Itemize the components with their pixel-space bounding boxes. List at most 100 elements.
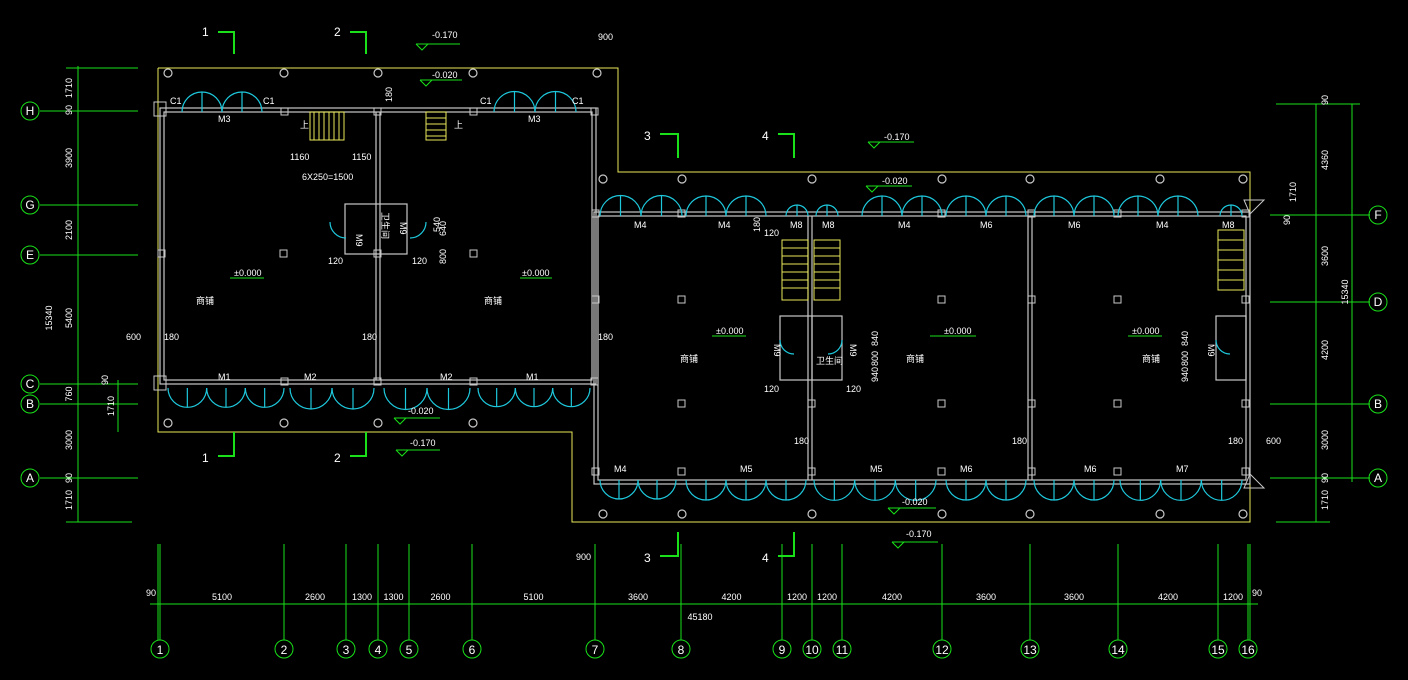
dim-y-right-span: 4200	[1320, 340, 1330, 360]
door-m7-a: M7	[1176, 464, 1189, 474]
section-1-top: 1	[202, 25, 209, 39]
floor-level-2: ±0.000	[522, 268, 549, 278]
door-swing	[827, 339, 843, 355]
dim-180-f: 180	[1228, 436, 1243, 446]
stair-steps: 6X250=1500	[302, 172, 353, 182]
dim-y-left-span: 3000	[64, 430, 74, 450]
dimension-lines	[66, 66, 1360, 640]
door-m6-d: M6	[1084, 464, 1097, 474]
room-wc-west: 卫生间	[380, 212, 391, 239]
axis-x-label: 13	[1023, 643, 1037, 657]
door-m6-b: M6	[1068, 220, 1081, 230]
dim-120-a: 120	[328, 256, 343, 266]
axis-y-right-label: F	[1374, 208, 1381, 222]
axis-y-right-bubble	[1368, 292, 1388, 312]
window-c1-d: C1	[572, 96, 584, 106]
dim-x-edge-left: 90	[146, 588, 156, 598]
door-swing	[1073, 195, 1115, 217]
door-swing	[221, 91, 263, 113]
level-bottom-4: -0.170	[906, 529, 932, 539]
stair-up-2: 上	[454, 120, 463, 130]
dim-800-b: 800	[870, 351, 880, 366]
axis-x-label: 9	[779, 643, 786, 657]
section-markers	[218, 31, 795, 557]
dim-120-c: 120	[764, 228, 779, 238]
floor-level-4: ±0.000	[944, 326, 971, 336]
axis-x-bubble	[1020, 639, 1040, 659]
door-swing	[1215, 339, 1231, 355]
level-labels: -0.170 -0.020 -0.170 -0.020 -0.020 -0.17…	[234, 30, 1159, 539]
dim-x-span: 1300	[352, 592, 372, 602]
level-top-4: -0.020	[882, 176, 908, 186]
dim-640: 640	[438, 221, 448, 236]
axis-x-bubble	[1238, 639, 1258, 659]
door-swing	[1157, 195, 1199, 217]
axis-x-bubble	[671, 639, 691, 659]
dimension-y-left-texts: 1710903900210054007603000901710901710153…	[44, 78, 116, 510]
axis-x-bubble	[336, 639, 356, 659]
floor-level-3: ±0.000	[716, 326, 743, 336]
dim-120-d: 120	[764, 384, 779, 394]
door-m4-c: M4	[898, 220, 911, 230]
axis-x-bubble	[1208, 639, 1228, 659]
round-columns	[163, 68, 1248, 519]
axis-x-label: 4	[375, 643, 382, 657]
door-m3-b: M3	[528, 114, 541, 124]
stairs	[309, 111, 1245, 301]
axis-x-bubble	[772, 639, 792, 659]
dim-y-left-span: 2100	[64, 220, 74, 240]
level-top-1: -0.170	[432, 30, 458, 40]
section-2-bottom: 2	[334, 451, 341, 465]
building-outline	[157, 67, 1251, 523]
door-m5-a: M5	[740, 464, 753, 474]
section-1-bottom: 1	[202, 451, 209, 465]
misc-dimensions: 900 900 600 600 180 180 180 180 180 180 …	[126, 32, 1281, 562]
dim-x-span: 4200	[721, 592, 741, 602]
axis-x-label: 12	[935, 643, 949, 657]
level-bottom-1: -0.020	[408, 406, 434, 416]
door-m6-a: M6	[980, 220, 993, 230]
level-bottom-3: -0.020	[902, 497, 928, 507]
door-m4-b: M4	[718, 220, 731, 230]
door-swing	[779, 339, 795, 355]
door-m8-b: M8	[822, 220, 835, 230]
dim-x-span: 3600	[1064, 592, 1084, 602]
door-m2-b: M2	[440, 372, 453, 382]
window-c1-c: C1	[480, 96, 492, 106]
dim-x-span: 4200	[882, 592, 902, 602]
room-shop-1: 商铺	[196, 295, 214, 306]
stair-labels: 上 上 1160 1150 6X250=1500	[290, 120, 463, 182]
axis-x-bubble	[462, 639, 482, 659]
axis-y-right-label: D	[1374, 295, 1383, 309]
room-shop-2: 商铺	[484, 295, 502, 306]
door-swing	[426, 387, 471, 411]
axis-x-bubble	[274, 639, 294, 659]
door-swing	[815, 204, 839, 217]
dim-x-span: 5100	[523, 592, 543, 602]
dim-180-h: 180	[752, 217, 762, 232]
room-wc-east: 卫生间	[816, 355, 843, 366]
dim-y-left-span: 90	[64, 473, 74, 483]
floor-level-1: ±0.000	[234, 268, 261, 278]
room-labels: 商铺 商铺 商铺 商铺 商铺 卫生间 卫生间	[196, 212, 1160, 366]
dim-x-span: 3600	[628, 592, 648, 602]
dim-940-b: 940	[1180, 367, 1190, 382]
dim-y-right-span: 4360	[1320, 150, 1330, 170]
dim-y-right-span: 3000	[1320, 430, 1330, 450]
door-swing	[244, 387, 285, 408]
dim-540: 540	[432, 217, 442, 232]
dim-180-c: 180	[598, 332, 613, 342]
axis-x-bubble	[832, 639, 852, 659]
dim-840-b: 840	[1180, 331, 1190, 346]
dim-x-edge-right: 90	[1252, 588, 1262, 598]
door-m1-b: M1	[526, 372, 539, 382]
axis-y-bubble	[20, 468, 40, 488]
axis-x-label: 10	[805, 643, 819, 657]
stair-up-1: 上	[300, 120, 309, 130]
dim-x-span: 1300	[383, 592, 403, 602]
dim-120-e: 120	[846, 384, 861, 394]
dim-y-left-span: 5400	[64, 308, 74, 328]
columns	[153, 101, 1266, 489]
